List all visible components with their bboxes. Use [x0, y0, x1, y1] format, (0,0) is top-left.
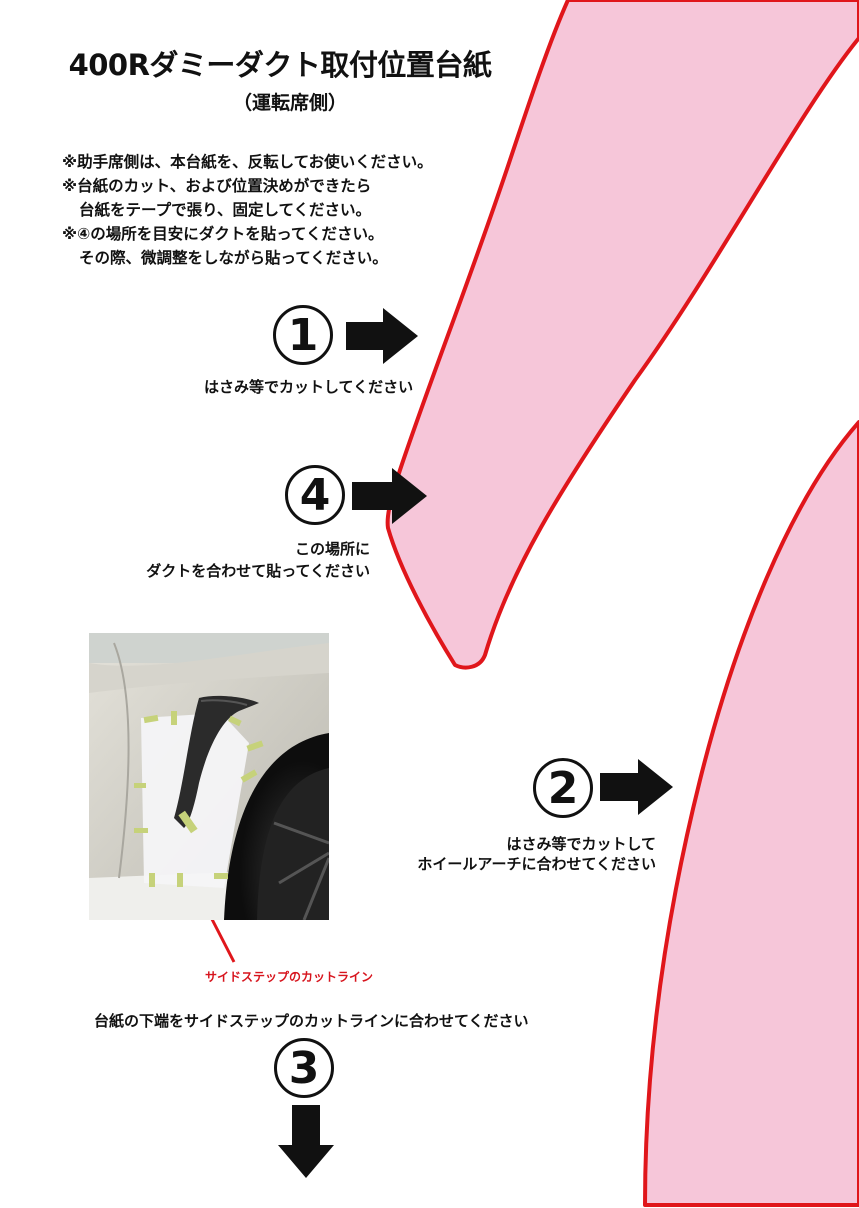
- arrow-right-icon-step4: [352, 468, 427, 524]
- step-4-circle: 4: [285, 465, 345, 525]
- arrow-right-icon-step2: [600, 759, 673, 815]
- step-3-label: 台紙の下端をサイドステップのカットラインに合わせてください: [94, 1012, 529, 1030]
- notes-block: ※助手席側は、本台紙を、反転してお使いください。 ※台紙のカット、および位置決め…: [62, 150, 433, 270]
- car-fender-photo: [89, 633, 329, 920]
- upper-fender-template: [385, 0, 859, 670]
- lower-fender-template: [643, 420, 859, 1207]
- note-line-3: 台紙をテープで張り、固定してください。: [79, 201, 372, 219]
- installation-photo: [89, 633, 329, 920]
- step-3-circle: 3: [274, 1038, 334, 1098]
- step-1-circle: 1: [273, 305, 333, 365]
- note-line-2: ※台紙のカット、および位置決めができたら: [62, 177, 372, 195]
- note-line-1: ※助手席側は、本台紙を、反転してお使いください。: [62, 153, 433, 171]
- page-subtitle: （運転席側）: [232, 92, 347, 114]
- note-line-4: ※④の場所を目安にダクトを貼ってください。: [62, 225, 384, 243]
- step-4-label-line1: この場所に: [294, 540, 370, 558]
- step-1-label: はさみ等でカットしてください: [204, 378, 414, 396]
- step-2-label-line1: はさみ等でカットして: [506, 835, 656, 853]
- note-line-5: その際、微調整をしながら貼ってください。: [79, 249, 388, 267]
- arrow-down-icon-step3: [278, 1105, 334, 1178]
- page-title: 400Rダミーダクト取付位置台紙: [68, 48, 492, 82]
- step-2-label-line2: ホイールアーチに合わせてください: [417, 855, 656, 873]
- arrow-right-icon-step1: [346, 308, 418, 364]
- step-2-circle: 2: [533, 758, 593, 818]
- step-4-label-line2: ダクトを合わせて貼ってください: [146, 562, 370, 580]
- photo-caption: サイドステップのカットライン: [205, 970, 374, 984]
